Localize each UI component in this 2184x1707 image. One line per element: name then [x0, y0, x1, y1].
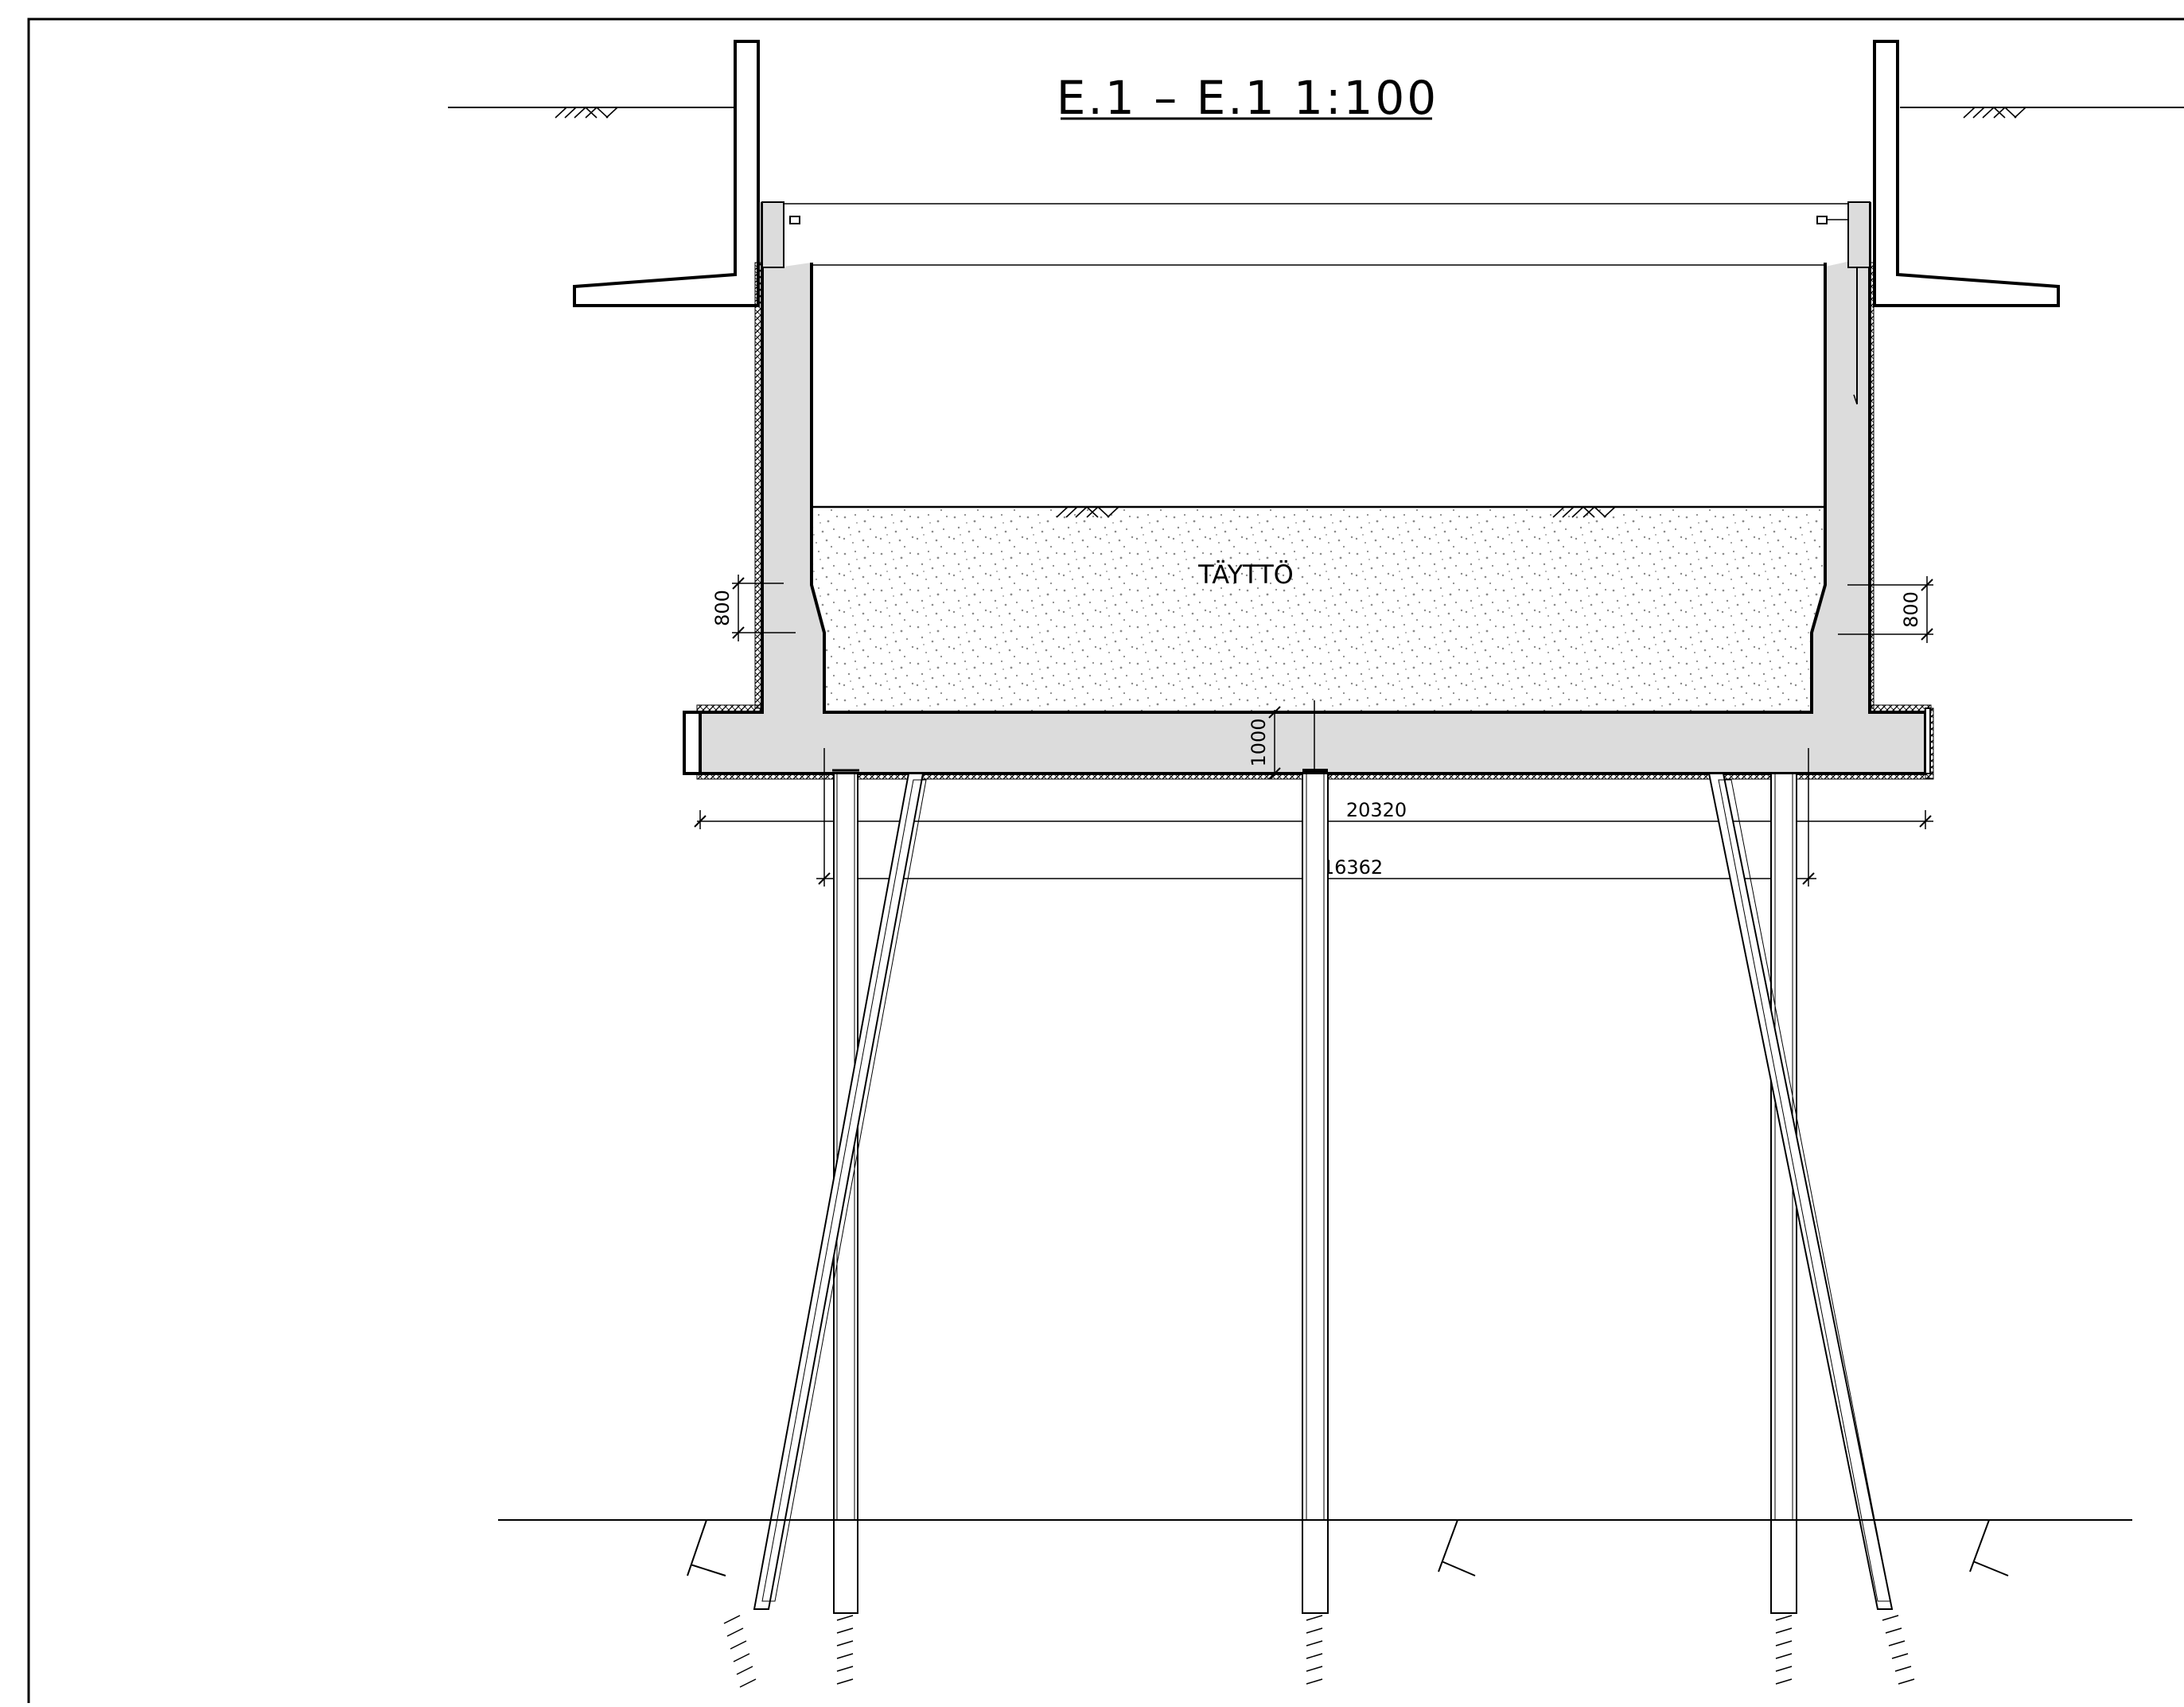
dimension-overall-width-label: 20320 — [1346, 799, 1407, 821]
ground-left — [448, 106, 735, 119]
dimension-haunch-left-label: 800 — [711, 590, 734, 626]
fill-surface-symbol-left — [1056, 505, 1119, 518]
dimension-haunch-right-label: 800 — [1900, 591, 1922, 628]
concrete-trough — [700, 202, 1925, 774]
pile-tip-hatches — [723, 1615, 1915, 1688]
dimension-slab-thickness: 1000 — [1248, 706, 1281, 780]
slab-edge-right — [1925, 707, 1931, 774]
frame-border — [27, 18, 2184, 1703]
slab-end-left — [683, 711, 702, 775]
inner-wall-left — [810, 263, 1827, 714]
dimension-haunch-right: 800 — [1838, 576, 1933, 643]
pile-raked-left-2 — [761, 779, 927, 1602]
retaining-wall-right — [1873, 40, 2060, 307]
bedrock-symbols — [687, 1519, 2009, 1576]
pile-raked-right-2 — [1718, 779, 1891, 1602]
fill-label: TÄYTTÖ — [1197, 559, 1294, 590]
waterproofing-left-wall — [754, 262, 762, 709]
dimension-slab-thickness-label: 1000 — [1248, 718, 1270, 766]
pile-vertical-right — [1770, 773, 1797, 1614]
fill-surface-symbol-right — [1552, 505, 1616, 518]
parapet-left — [761, 201, 800, 268]
fill-region — [813, 507, 1824, 711]
dimension-inner-width-label: 16362 — [1322, 856, 1383, 879]
section-title: E.1 – E.1 1:100 — [1057, 71, 1438, 125]
pile-raked-left-1 — [753, 773, 925, 1610]
retaining-wall-left — [573, 40, 760, 307]
pile-vertical-center — [1302, 769, 1329, 1614]
ground-right — [1900, 106, 2184, 119]
pile-raked-right-1 — [1707, 773, 1894, 1610]
dimension-haunch-left: 800 — [711, 575, 796, 641]
